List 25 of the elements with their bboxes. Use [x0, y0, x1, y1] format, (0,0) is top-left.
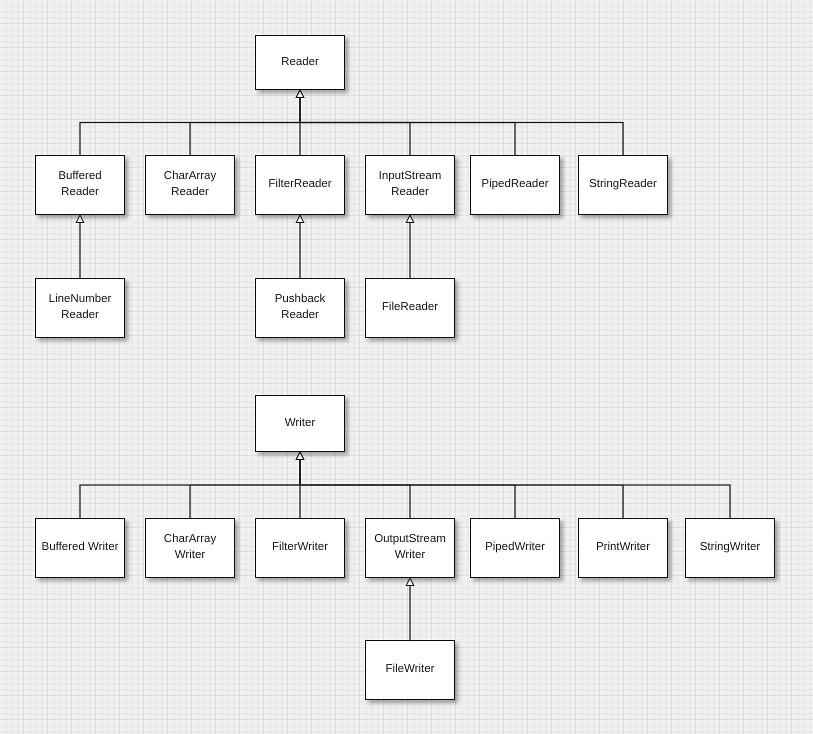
class-box: CharArray Writer [145, 518, 235, 578]
class-box: Pushback Reader [255, 278, 345, 338]
inheritance-arrow [296, 90, 624, 155]
inheritance-arrow [76, 214, 84, 278]
class-box: Reader [255, 35, 345, 90]
inheritance-arrow [296, 452, 731, 518]
class-box: FilterReader [255, 155, 345, 215]
class-box: CharArray Reader [145, 155, 235, 215]
class-box: PrintWriter [578, 518, 668, 578]
class-box: FilterWriter [255, 518, 345, 578]
class-box: FileWriter [365, 640, 455, 700]
class-box: PipedWriter [470, 518, 560, 578]
class-box: StringReader [578, 155, 668, 215]
inheritance-arrow [406, 578, 414, 640]
class-box: Buffered Writer [35, 518, 125, 578]
class-box: PipedReader [470, 155, 560, 215]
class-box: InputStream Reader [365, 155, 455, 215]
inheritance-arrow [406, 214, 414, 278]
class-box: OutputStream Writer [365, 518, 455, 578]
class-box: StringWriter [685, 518, 775, 578]
class-box: LineNumber Reader [35, 278, 125, 338]
class-box: Buffered Reader [35, 155, 125, 215]
inheritance-arrow [296, 214, 304, 278]
class-box: FileReader [365, 278, 455, 338]
class-box: Writer [255, 395, 345, 452]
